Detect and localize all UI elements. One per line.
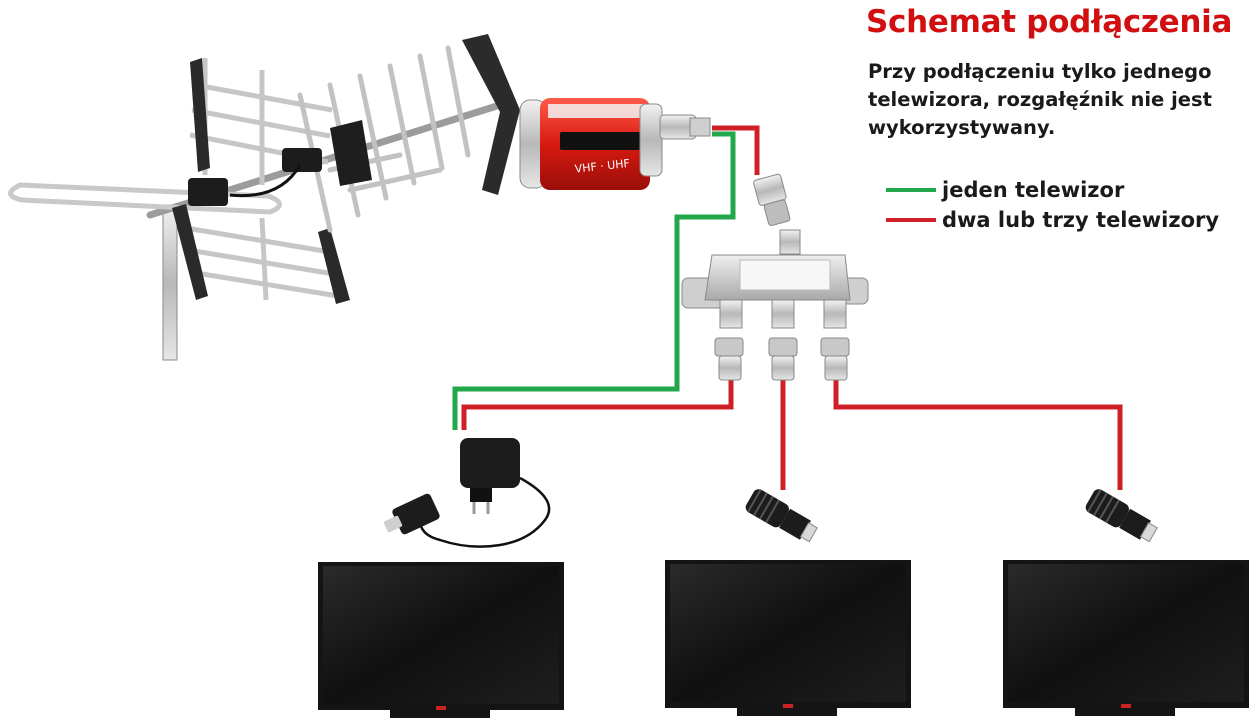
- splitter-output-ports: [719, 299, 847, 329]
- red-wire-amp-to-splitter: [712, 125, 760, 175]
- note-text: Przy podłączeniu tylko jednego telewizor…: [868, 58, 1252, 142]
- diagram-title: Schemat podłączenia: [866, 4, 1233, 40]
- f-connector-out-left: [714, 337, 744, 381]
- antenna-upper-reflector-frame: [190, 58, 210, 172]
- f-connector-top-nut: [689, 117, 711, 137]
- legend-item-one-tv: jeden telewizor: [886, 176, 1124, 204]
- power-injector: [392, 493, 440, 535]
- legend-green-line: [886, 188, 936, 192]
- television-3: [1003, 560, 1249, 716]
- power-adapter-plug: [470, 488, 492, 502]
- green-wire-amp-to-tv1: [452, 131, 736, 430]
- splitter-input-port: [779, 229, 801, 255]
- antenna-top-clip: [330, 120, 372, 186]
- television-1: [318, 562, 564, 718]
- antenna-junction-box: [188, 178, 228, 206]
- power-adapter-cable: [418, 476, 551, 548]
- antenna-lower-reflector: [185, 217, 339, 301]
- splitter: [681, 229, 869, 329]
- f-connector-out-middle: [768, 337, 798, 381]
- iec-plug-tv3: [1085, 489, 1158, 543]
- legend-item-multi-tv: dwa lub trzy telewizory: [886, 206, 1219, 234]
- antenna-dipole-loop: [8, 182, 282, 215]
- f-connector-input: [753, 173, 791, 227]
- amplifier-label-strip: [560, 132, 640, 150]
- antenna-lower-reflector-frame: [172, 204, 208, 300]
- power-adapter-body: [460, 438, 520, 488]
- amplifier-top-band: [548, 104, 644, 118]
- legend-label-multi-tv: dwa lub trzy telewizory: [942, 208, 1220, 232]
- splitter-label: [739, 259, 831, 291]
- red-wire-splitter-to-tv3: [833, 380, 1123, 490]
- f-connector-out-right: [820, 337, 850, 381]
- amplifier: VHF · UHF: [519, 98, 711, 190]
- iec-plug-tv2: [745, 489, 818, 543]
- legend-red-line: [886, 218, 936, 222]
- antenna-mast: [162, 204, 178, 361]
- antenna-cable: [229, 164, 302, 198]
- antenna-clamp: [282, 148, 322, 172]
- antenna-front-arm: [462, 34, 520, 195]
- amplifier-right-cap: [639, 103, 663, 177]
- antenna-lower-reflector-end: [318, 228, 350, 304]
- legend-label-one-tv: jeden telewizor: [942, 178, 1125, 202]
- note-line-1: Przy podłączeniu tylko jednego: [868, 60, 1212, 83]
- antenna: [8, 34, 520, 361]
- f-connectors-output: [714, 337, 850, 381]
- amplifier-label-text: VHF · UHF: [574, 157, 630, 176]
- power-supply: [383, 438, 551, 548]
- note-line-3: wykorzystywany.: [868, 116, 1056, 139]
- red-wire-splitter-to-tv1: [461, 380, 734, 430]
- note-line-2: telewizora, rozgałęźnik nie jest: [868, 88, 1212, 111]
- power-injector-plug: [383, 515, 403, 533]
- television-2: [665, 560, 911, 716]
